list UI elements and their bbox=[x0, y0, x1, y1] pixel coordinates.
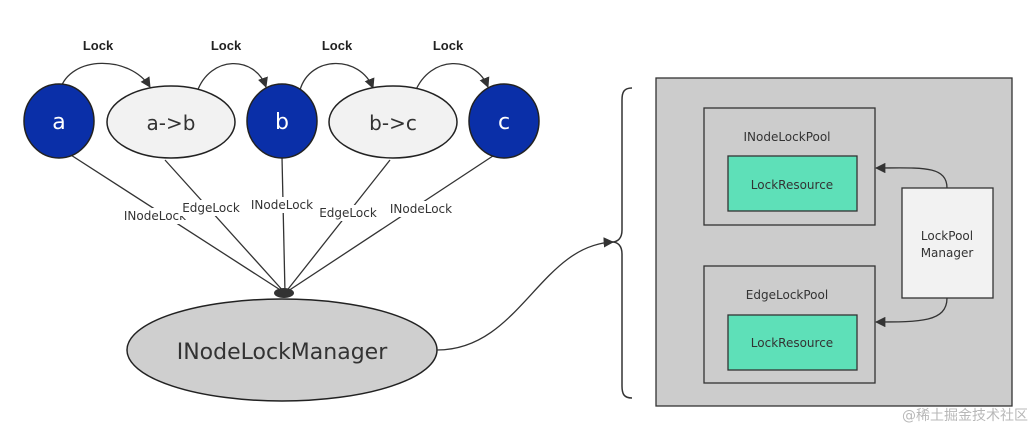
lock-label-4: Lock bbox=[433, 38, 464, 53]
curly-brace bbox=[611, 87, 633, 399]
lock-arc-4 bbox=[414, 63, 490, 93]
lockpool-manager-line1: LockPool bbox=[921, 229, 973, 243]
manager-to-edge-pool-arrow bbox=[874, 297, 948, 328]
lock-label-3: Lock bbox=[322, 38, 353, 53]
node-b-label: b bbox=[275, 110, 289, 135]
lock-arc-1 bbox=[59, 62, 151, 91]
inode-lock-pool: INodeLockPool LockResource bbox=[703, 107, 876, 226]
edge-lock-pool-label: EdgeLockPool bbox=[746, 288, 828, 302]
lock-arcs bbox=[59, 62, 490, 93]
manager-to-pool-connector bbox=[436, 237, 615, 351]
edge-line-c bbox=[284, 147, 506, 294]
lockpool-manager: LockPool Manager bbox=[901, 187, 994, 299]
inode-lock-manager: INodeLockManager bbox=[126, 298, 438, 402]
edge-label-inode-b: INodeLock bbox=[251, 198, 313, 212]
node-b-to-c: b->c bbox=[328, 85, 458, 159]
edge-labels: INodeLock EdgeLock INodeLock EdgeLock IN… bbox=[121, 197, 455, 224]
lock-arc-2 bbox=[196, 63, 268, 93]
edge-line-b-to-c bbox=[284, 159, 391, 294]
edge-lock-pool: EdgeLockPool LockResource bbox=[703, 265, 876, 384]
node-a: a bbox=[23, 83, 95, 159]
node-a-to-b-label: a->b bbox=[147, 111, 196, 135]
manager-to-inode-pool-arrow bbox=[874, 162, 948, 189]
edge-label-inode-c: INodeLock bbox=[390, 202, 452, 216]
node-b: b bbox=[246, 83, 318, 159]
lock-label-2: Lock bbox=[211, 38, 242, 53]
edge-label-inode-a: INodeLock bbox=[124, 209, 186, 223]
inode-lock-resource-label: LockResource bbox=[751, 178, 833, 192]
node-a-label: a bbox=[52, 110, 65, 135]
edge-line-a-to-b bbox=[164, 159, 286, 294]
lock-label-1: Lock bbox=[83, 38, 114, 53]
edge-label-edge-ab: EdgeLock bbox=[182, 201, 240, 215]
inode-lock-manager-label: INodeLockManager bbox=[177, 340, 388, 365]
lock-pool-panel: INodeLockPool LockResource EdgeLockPool … bbox=[655, 77, 1013, 407]
watermark: @稀土掘金技术社区 bbox=[902, 408, 1028, 424]
node-b-to-c-label: b->c bbox=[369, 111, 417, 135]
node-a-to-b: a->b bbox=[106, 85, 236, 159]
inode-lock-pool-label: INodeLockPool bbox=[743, 130, 830, 144]
lock-labels: Lock Lock Lock Lock bbox=[83, 38, 464, 53]
node-c-label: c bbox=[498, 110, 510, 135]
edge-line-b bbox=[281, 156, 286, 294]
manager-junction-dot bbox=[274, 288, 294, 298]
edge-lock-resource-label: LockResource bbox=[751, 336, 833, 350]
lock-arc-3 bbox=[299, 62, 375, 91]
node-c: c bbox=[468, 83, 540, 159]
lockpool-manager-line2: Manager bbox=[921, 246, 974, 260]
edge-label-edge-bc: EdgeLock bbox=[319, 206, 377, 220]
